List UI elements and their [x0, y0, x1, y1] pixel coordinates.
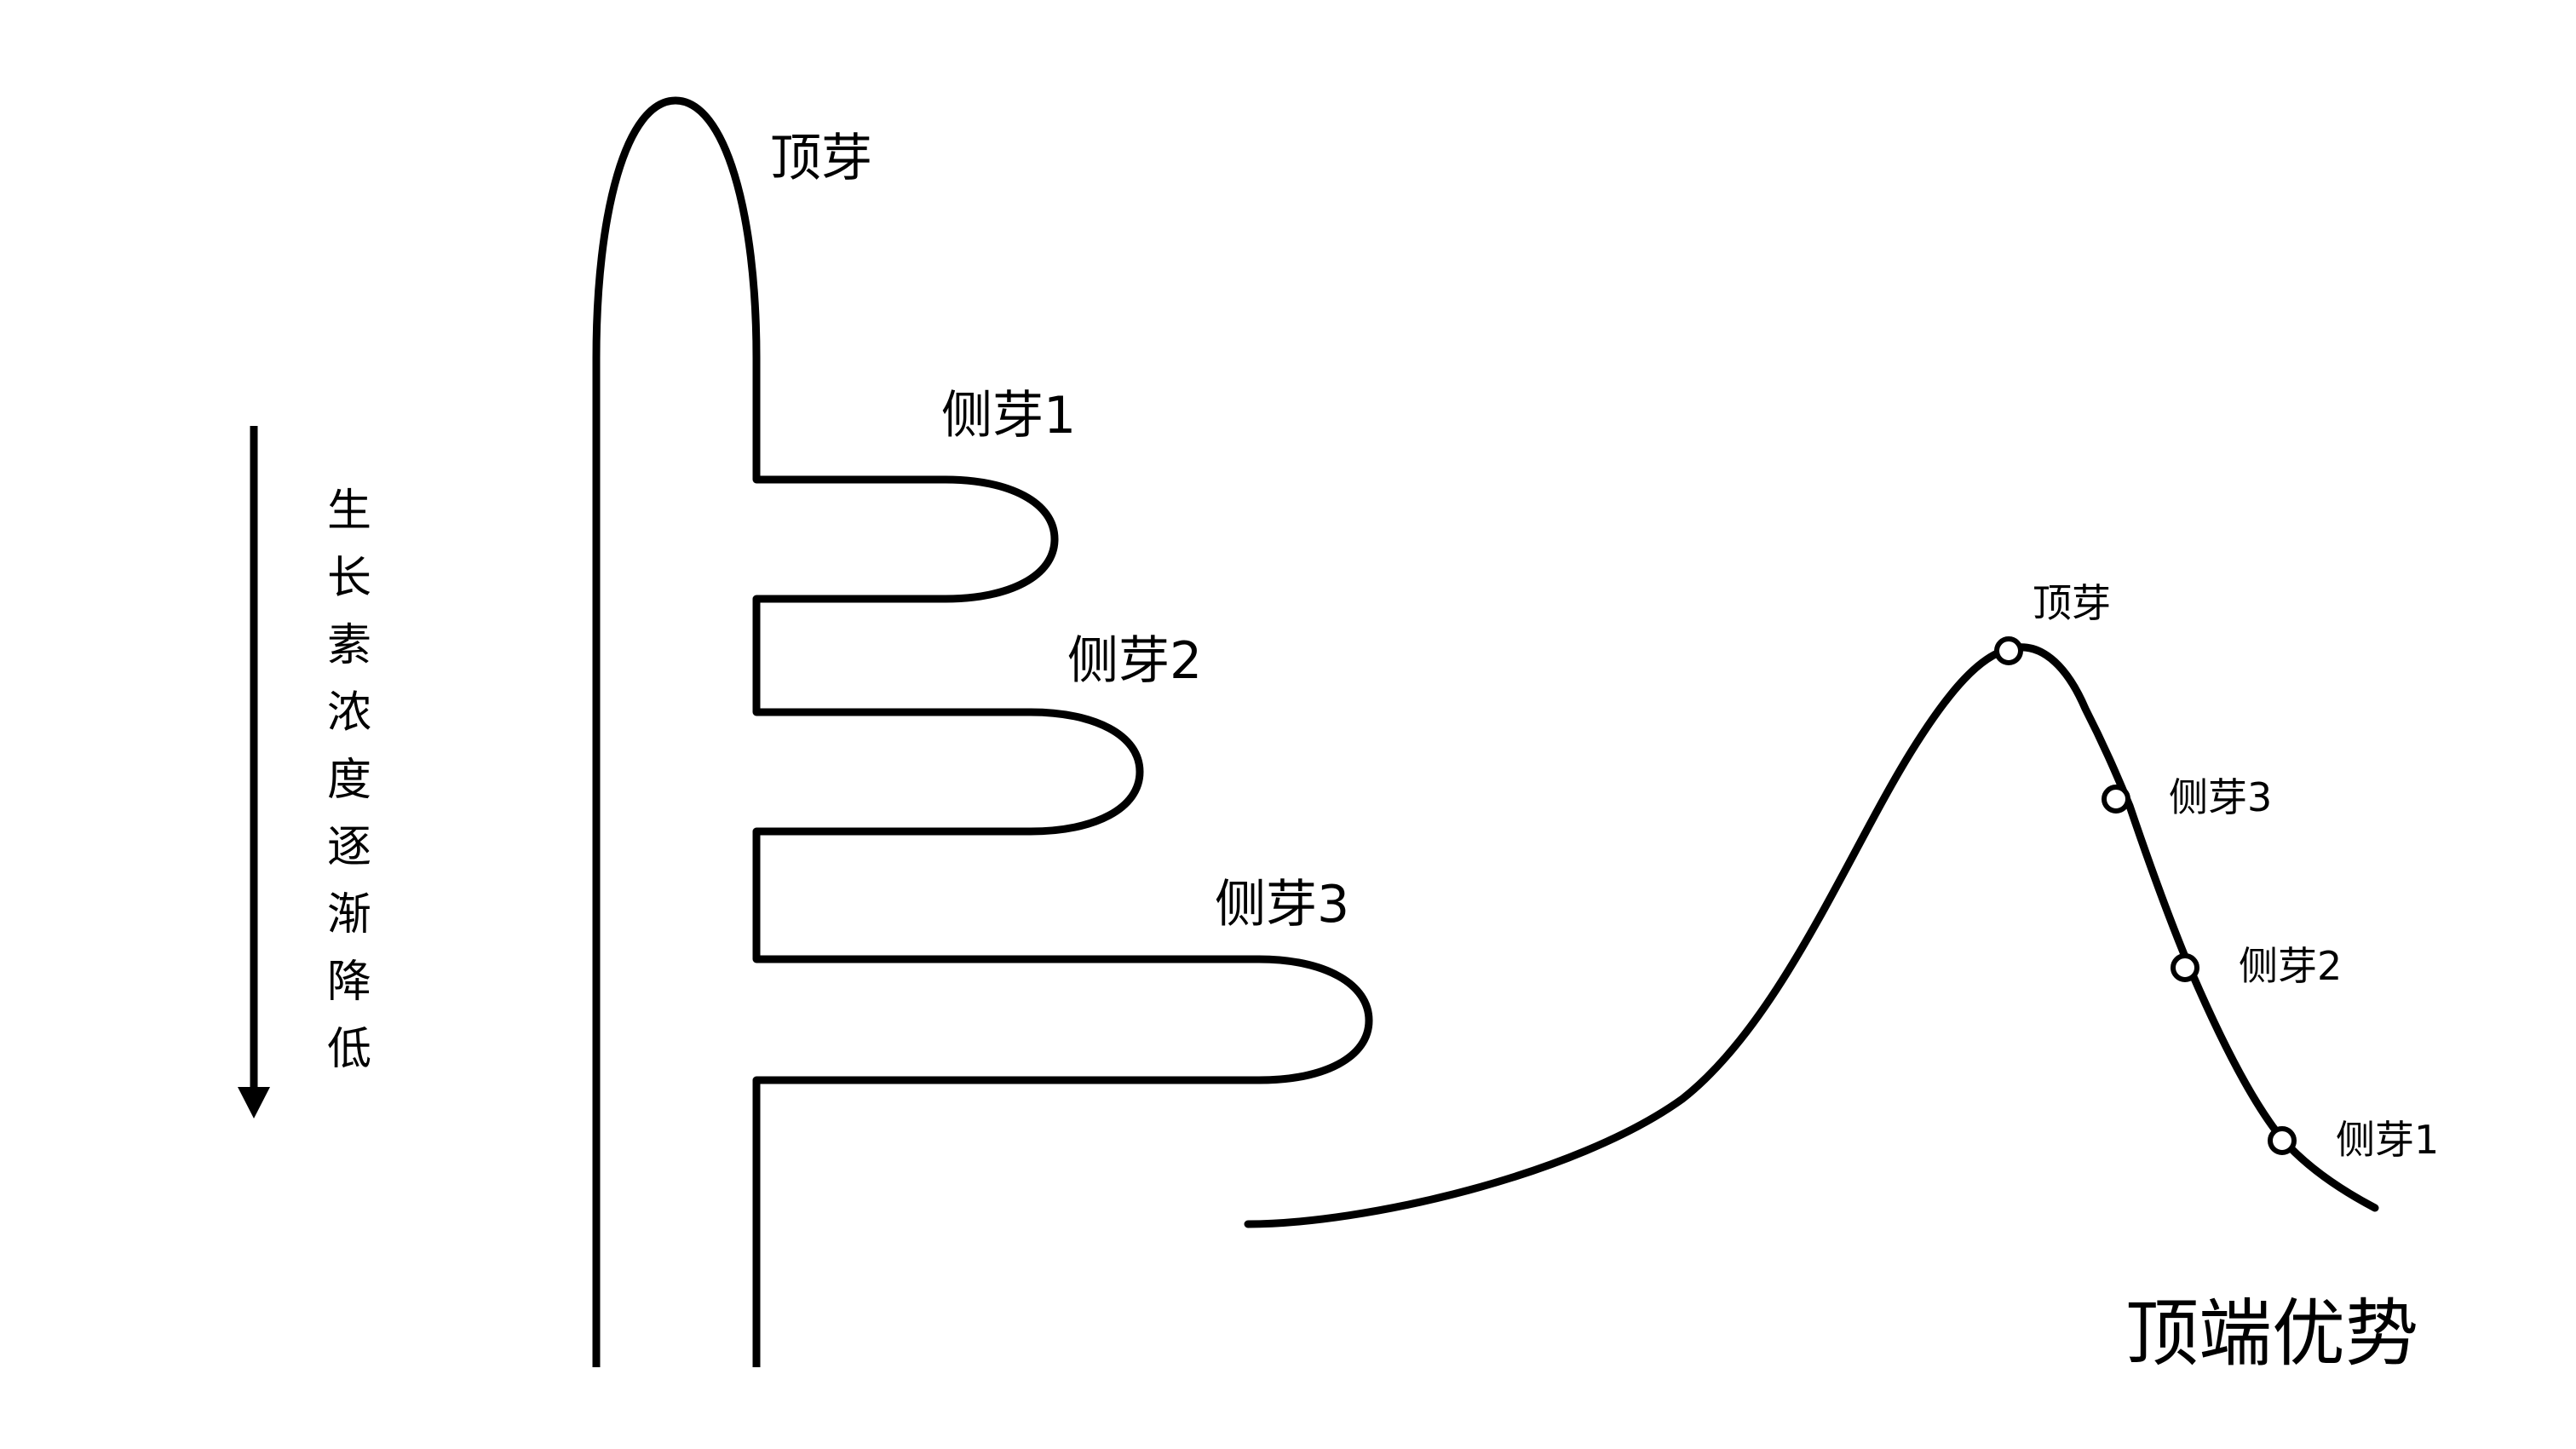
- stem-left-and-apex-outline: [592, 96, 761, 1367]
- gradient-char: 度: [327, 755, 371, 806]
- plant-stem: [592, 96, 1373, 1367]
- curve-point-lateral-2: [2171, 953, 2199, 982]
- lateral-bud-label-1: 侧芽1: [941, 386, 1076, 446]
- response-curve: [1244, 643, 2379, 1228]
- gradient-char: 逐: [327, 822, 371, 873]
- curve-label-lateral-1: 侧芽1: [2336, 1117, 2439, 1163]
- curve-point-lateral-3: [2102, 785, 2130, 814]
- curve-label-lateral-2: 侧芽2: [2239, 943, 2342, 989]
- gradient-char: 浓: [327, 687, 371, 739]
- stem-right-outline: [752, 358, 1373, 1367]
- gradient-char: 渐: [327, 889, 371, 940]
- gradient-text: 生 长 素 浓 度 逐 渐 降 低: [327, 486, 371, 1075]
- gradient-arrow: [238, 426, 270, 1118]
- curve-point-lateral-1: [2268, 1126, 2297, 1155]
- gradient-char: 长: [327, 553, 371, 604]
- apical-bud-label: 顶芽: [770, 129, 872, 188]
- curve-label-lateral-3: 侧芽3: [2169, 774, 2272, 820]
- arrow-head: [238, 1087, 270, 1118]
- curve-label-apical: 顶芽: [2033, 580, 2111, 626]
- diagram-title: 顶端优势: [2125, 1291, 2418, 1377]
- gradient-char: 降: [327, 957, 371, 1008]
- gradient-char: 素: [327, 620, 371, 671]
- lateral-bud-label-2: 侧芽2: [1067, 631, 1202, 691]
- curve-point-apical: [1994, 636, 2023, 665]
- gradient-char: 生: [327, 486, 371, 537]
- lateral-bud-label-3: 侧芽3: [1215, 875, 1349, 934]
- gradient-char: 低: [327, 1024, 371, 1075]
